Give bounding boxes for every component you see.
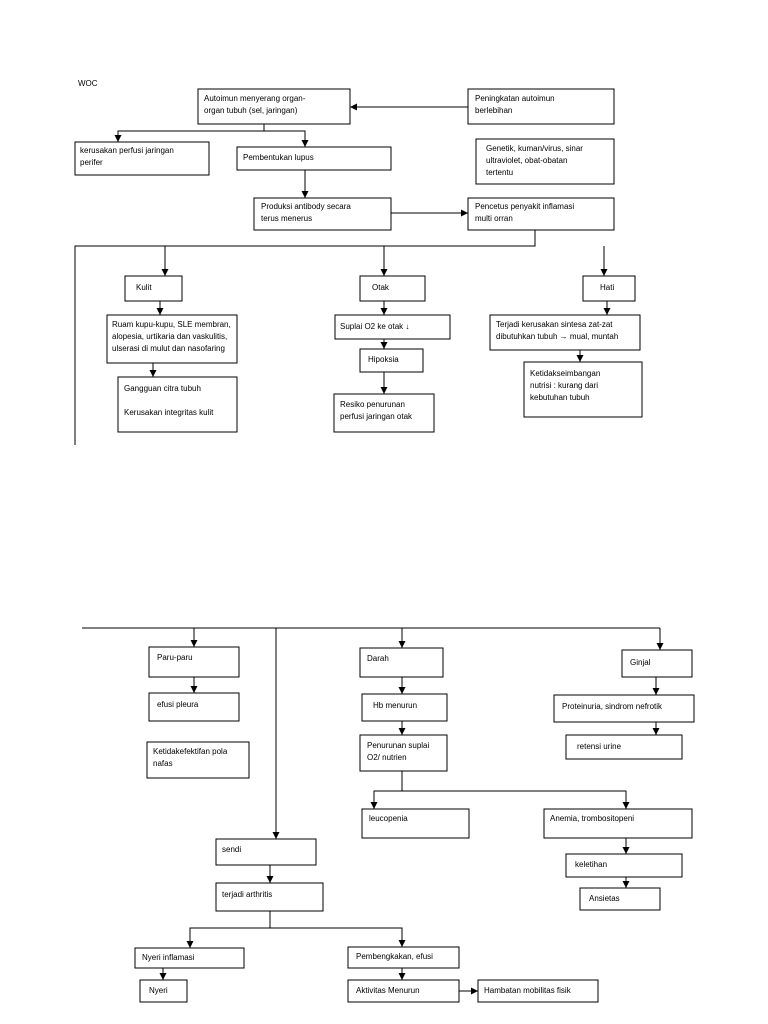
node-autoimun-box [197, 88, 351, 125]
node-suplai-box [334, 314, 451, 340]
node-pembengkakan: Pembengkakan, efusi [356, 952, 433, 961]
node-ansietas: Ansietas [589, 894, 620, 903]
node-kerusakan-perfusi-box [74, 141, 210, 176]
node-genetik: Genetik, kuman/virus, sinar ultraviolet,… [486, 144, 583, 177]
node-ginjal: Ginjal [630, 658, 651, 667]
node-ginjal-box [621, 649, 693, 678]
node-resiko-box [333, 393, 435, 433]
node-ruam-box [106, 314, 238, 364]
node-retensi: retensi urine [577, 742, 622, 751]
node-sendi: sendi [222, 845, 242, 854]
node-otak-box [359, 275, 426, 302]
node-gangguan-box [117, 376, 238, 433]
node-hati-box [582, 275, 636, 302]
node-resiko: Resiko penurunan perfusi jaringan otak [340, 400, 413, 421]
node-ansietas-box [579, 887, 661, 911]
node-leucopenia-box [361, 808, 470, 839]
node-kulit: Kulit [136, 283, 152, 292]
node-aktivitas-box [347, 979, 460, 1003]
node-pembentukan: Pembentukan lupus [243, 153, 314, 162]
node-nyeri-box [139, 979, 188, 1003]
node-gangguan: Gangguan citra tubuh Kerusakan integrita… [124, 384, 214, 417]
node-produksi: Produksi antibody secara terus menerus [261, 202, 351, 223]
line-main-branch [74, 230, 536, 445]
node-anemia-box [543, 808, 693, 839]
node-pembentukan-box [236, 146, 392, 171]
arrow-autoimun-kerusakan [114, 124, 265, 142]
node-kulit-box [124, 275, 183, 302]
node-arthritis: terjadi arthritis [222, 890, 273, 899]
node-hipoksia: Hipoksia [368, 355, 399, 364]
node-penurunan-suplai-box [359, 734, 448, 772]
node-leucopenia: leucopenia [369, 814, 408, 823]
node-hambatan: Hambatan mobilitas fisik [484, 986, 571, 995]
node-sendi-box [215, 838, 317, 866]
node-hb: Hb menurun [373, 701, 418, 710]
node-proteinuria-box [553, 694, 695, 723]
node-darah-box [359, 647, 444, 678]
node-autoimun: Autoimun menyerang organ- organ tubuh (s… [204, 94, 306, 115]
node-ketidakefektifan: Ketidakefektifan pola nafas [153, 747, 228, 768]
node-ketidakseimbangan: Ketidakseimbangan nutrisi : kurang dari … [530, 369, 601, 402]
node-proteinuria: Proteinuria, sindrom nefrotik [562, 702, 663, 711]
arrow-autoimun-pembentukan [264, 130, 309, 147]
node-efusi: efusi pleura [157, 700, 199, 709]
node-aktivitas: Aktivitas Menurun [356, 986, 420, 995]
node-terjadi-kerusakan: Terjadi kerusakan sintesa zat-zat dibutu… [496, 320, 619, 341]
node-hb-box [361, 693, 448, 722]
node-hambatan-box [477, 979, 599, 1003]
node-genetik-box [475, 138, 615, 185]
arrow-penurunan-anemia [402, 790, 630, 809]
node-penurunan-suplai: Penurunan suplai O2/ nutrien [367, 741, 430, 762]
node-arthritis-box [215, 882, 324, 912]
arrow-arthritis-nyeri-inflamasi [186, 911, 271, 948]
node-pembengkakan-box [347, 946, 460, 969]
node-hati: Hati [600, 283, 615, 292]
node-retensi-box [565, 734, 683, 760]
node-pencetus: Pencetus penyakit inflamasi multi orran [475, 202, 575, 223]
node-efusi-box [148, 692, 240, 722]
node-ketidakefektifan-box [146, 741, 250, 779]
node-keletihan: keletihan [575, 860, 608, 869]
arrow-arthritis-pembengkakan [270, 927, 406, 947]
diagram-title: WOC [78, 79, 98, 88]
node-keletihan-box [565, 853, 683, 878]
node-paru-box [148, 646, 240, 678]
node-ketidakseimbangan-box [523, 361, 643, 418]
node-terjadi-kerusakan-box [489, 314, 641, 351]
node-nyeri-inflamasi-box [134, 947, 245, 969]
node-hipoksia-box [359, 348, 424, 373]
node-peningkatan-box [467, 88, 615, 125]
node-ruam: Ruam kupu-kupu, SLE membran, alopesia, u… [112, 320, 231, 353]
node-anemia: Anemia, trombositopeni [550, 814, 635, 823]
node-paru: Paru-paru [157, 653, 193, 662]
node-produksi-box [253, 197, 392, 231]
node-nyeri: Nyeri [149, 986, 168, 995]
node-suplai: Suplai O2 ke otak ↓ [340, 322, 410, 331]
arrow-penurunan-leucopenia [370, 771, 403, 809]
node-darah: Darah [367, 654, 389, 663]
node-peningkatan: Peningkatan autoimun berlebihan [475, 94, 555, 115]
node-kerusakan-perfusi: kerusakan perfusi jaringan perifer [80, 146, 174, 167]
node-pencetus-box [467, 197, 615, 231]
node-nyeri-inflamasi: Nyeri inflamasi [142, 953, 195, 962]
node-otak: Otak [372, 283, 389, 292]
